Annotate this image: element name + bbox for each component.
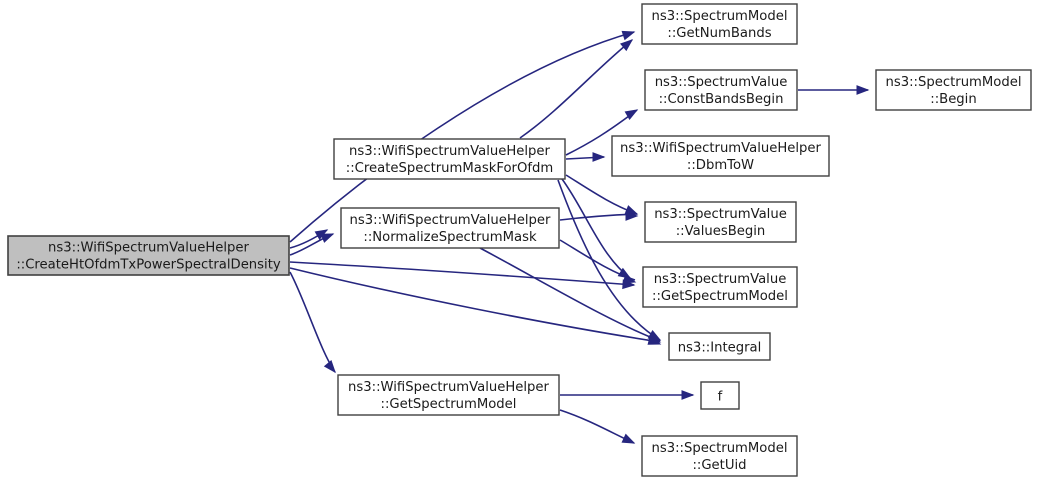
node-box[interactable] bbox=[611, 135, 830, 177]
node-box[interactable] bbox=[337, 374, 560, 416]
node-box[interactable] bbox=[700, 381, 740, 410]
node-box[interactable] bbox=[644, 69, 798, 111]
node-label-line2: ::ValuesBegin bbox=[676, 224, 766, 239]
graph-node-constBandsBegin[interactable]: ns3::SpectrumValue::ConstBandsBegin bbox=[644, 69, 798, 111]
graph-node-f[interactable]: f bbox=[700, 381, 740, 410]
graph-node-valuesBegin[interactable]: ns3::SpectrumValue::ValuesBegin bbox=[644, 201, 797, 243]
graph-node-dbmToW[interactable]: ns3::WifiSpectrumValueHelper::DbmToW bbox=[611, 135, 830, 177]
arrowhead-icon bbox=[620, 39, 634, 52]
nodes-layer: ns3::WifiSpectrumValueHelper::CreateHtOf… bbox=[7, 3, 1032, 477]
node-label-line1: ns3::SpectrumModel bbox=[651, 441, 787, 456]
call-edge-createMask-to-getNumBands bbox=[519, 39, 633, 139]
call-edge-createMask-to-integral bbox=[557, 179, 661, 341]
node-label-line2: ::GetUid bbox=[692, 458, 746, 473]
node-box[interactable] bbox=[641, 435, 798, 477]
node-label-line1: ns3::WifiSpectrumValueHelper bbox=[620, 141, 822, 156]
call-edge-root-to-svGetSpectrumModel bbox=[289, 261, 635, 286]
arrowhead-icon bbox=[320, 233, 335, 243]
node-label-line2: ::GetSpectrumModel bbox=[652, 289, 788, 304]
node-box[interactable] bbox=[644, 201, 797, 243]
call-edge-normalizeMask-to-integral bbox=[479, 247, 661, 342]
arrowhead-icon bbox=[621, 433, 636, 444]
node-label-line1: ns3::WifiSpectrumValueHelper bbox=[350, 213, 552, 228]
node-box[interactable] bbox=[333, 138, 566, 180]
node-box[interactable] bbox=[875, 69, 1032, 111]
node-label-line1: ns3::WifiSpectrumValueHelper bbox=[48, 241, 250, 256]
node-label-line1: ns3::SpectrumModel bbox=[651, 9, 787, 24]
arrowhead-icon bbox=[624, 109, 639, 121]
node-label-line1: ns3::SpectrumModel bbox=[885, 75, 1021, 90]
call-edge-helperGetSpectrumModel-to-getUid bbox=[559, 409, 635, 444]
graph-node-normalizeMask[interactable]: ns3::WifiSpectrumValueHelper::NormalizeS… bbox=[340, 207, 560, 249]
arrowhead-icon bbox=[323, 360, 336, 374]
call-edge-root-to-getNumBands bbox=[289, 31, 635, 243]
call-edge-createMask-to-svGetSpectrumModel bbox=[561, 178, 631, 279]
node-label-line1: ns3::Integral bbox=[678, 341, 762, 356]
graph-node-createMask[interactable]: ns3::WifiSpectrumValueHelper::CreateSpec… bbox=[333, 138, 566, 180]
node-label-line1: ns3::SpectrumValue bbox=[654, 272, 787, 287]
graph-node-helperGetSpectrumModel[interactable]: ns3::WifiSpectrumValueHelper::GetSpectru… bbox=[337, 374, 560, 416]
call-edge-root-to-helperGetSpectrumModel bbox=[289, 271, 336, 373]
node-box[interactable] bbox=[7, 235, 290, 276]
node-label-line1: f bbox=[718, 390, 723, 405]
arrowhead-icon bbox=[625, 211, 639, 221]
node-label-line2: ::ConstBandsBegin bbox=[659, 92, 784, 107]
arrowhead-icon bbox=[621, 30, 636, 41]
node-box[interactable] bbox=[668, 332, 771, 361]
call-edge-root-to-integral bbox=[289, 267, 661, 343]
node-box[interactable] bbox=[340, 207, 560, 249]
node-label-line1: ns3::WifiSpectrumValueHelper bbox=[349, 144, 551, 159]
node-box[interactable] bbox=[641, 3, 798, 45]
node-label-line2: ::Begin bbox=[930, 92, 976, 107]
arrowhead-icon bbox=[622, 274, 637, 284]
node-label-line2: ::GetSpectrumModel bbox=[381, 397, 517, 412]
node-label-line2: ::NormalizeSpectrumMask bbox=[363, 230, 537, 245]
graph-node-root[interactable]: ns3::WifiSpectrumValueHelper::CreateHtOf… bbox=[7, 235, 290, 276]
graph-node-getNumBands[interactable]: ns3::SpectrumModel::GetNumBands bbox=[641, 3, 798, 45]
node-label-line2: ::GetNumBands bbox=[667, 26, 771, 41]
node-label-line2: ::CreateSpectrumMaskForOfdm bbox=[346, 161, 553, 176]
node-label-line1: ns3::SpectrumValue bbox=[654, 207, 787, 222]
arrowhead-icon bbox=[856, 85, 870, 95]
node-label-line1: ns3::WifiSpectrumValueHelper bbox=[348, 380, 550, 395]
arrowhead-icon bbox=[647, 335, 662, 345]
graph-node-begin[interactable]: ns3::SpectrumModel::Begin bbox=[875, 69, 1032, 111]
node-label-line1: ns3::SpectrumValue bbox=[655, 75, 788, 90]
graph-node-getUid[interactable]: ns3::SpectrumModel::GetUid bbox=[641, 435, 798, 477]
arrowhead-icon bbox=[681, 390, 695, 400]
arrowheads-layer bbox=[314, 30, 870, 444]
call-edge-createMask-to-valuesBegin bbox=[565, 174, 638, 215]
node-label-line2: ::CreateHtOfdmTxPowerSpectralDensity bbox=[16, 258, 281, 273]
graph-node-integral[interactable]: ns3::Integral bbox=[668, 332, 771, 361]
graph-node-svGetSpectrumModel[interactable]: ns3::SpectrumValue::GetSpectrumModel bbox=[642, 266, 798, 308]
node-box[interactable] bbox=[642, 266, 798, 308]
node-label-line2: ::DbmToW bbox=[687, 158, 754, 173]
arrowhead-icon bbox=[592, 152, 606, 162]
